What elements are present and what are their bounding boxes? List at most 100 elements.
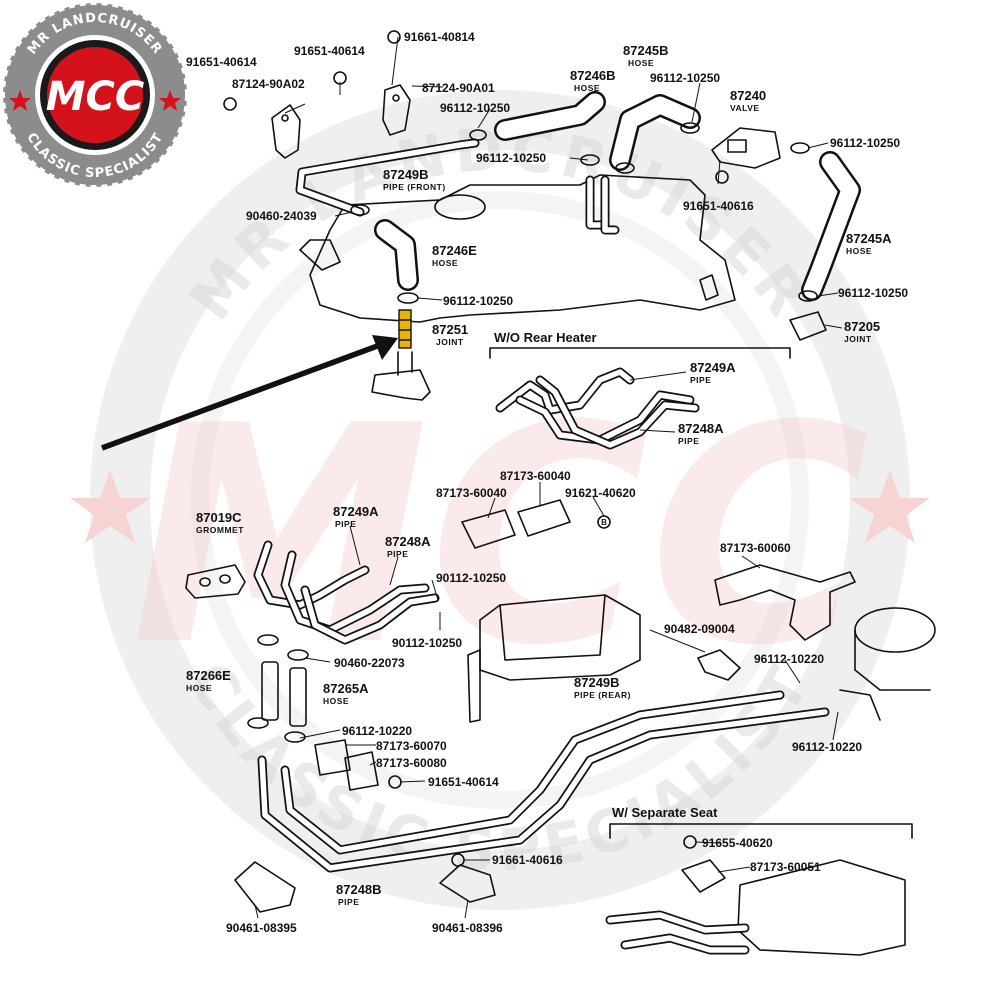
bracket-87173-60060 [714, 564, 856, 641]
callout-labels: 91651-40614 87124-90A02 91651-40614 9166… [186, 30, 908, 935]
joint-87251-highlighted [371, 309, 431, 401]
callout-87246e: 87246E [432, 243, 477, 258]
callout-87249b-rear: 87249B [574, 675, 620, 690]
callout-87248b-desc: PIPE [338, 897, 359, 907]
callout-87173-60060: 87173-60060 [720, 541, 791, 555]
callout-87249a-left-desc: PIPE [335, 519, 356, 529]
callout-87249a-top-desc: PIPE [690, 375, 711, 385]
callout-96112-10250-b: 96112-10250 [650, 71, 720, 85]
callout-87249a-left: 87249A [333, 504, 379, 519]
section-separate-seat [605, 823, 913, 956]
pointer-arrow-icon [101, 335, 398, 451]
callout-90460-24039: 90460-24039 [246, 209, 317, 223]
hose-87246b [494, 91, 606, 141]
callout-87265a-desc: HOSE [323, 696, 349, 706]
hose-87246e [374, 219, 419, 291]
callout-91661-40814: 91661-40814 [404, 30, 475, 44]
callout-90112-10250-b: 90112-10250 [392, 636, 462, 650]
callout-87246b-desc: HOSE [574, 83, 600, 93]
clamps-87173-60040: B [461, 499, 611, 549]
section-title-separate-seat: W/ Separate Seat [612, 805, 718, 820]
callout-90461-08395: 90461-08395 [226, 921, 297, 935]
leader-lines [254, 36, 843, 919]
callout-87173-60040-a: 87173-60040 [436, 486, 507, 500]
callout-96112-10220-c: 96112-10220 [792, 740, 862, 754]
callout-87266e-desc: HOSE [186, 683, 212, 693]
callout-87246b: 87246B [570, 68, 616, 83]
brand-logo: MR LANDCRUISER CLASSIC SPECIALIST MCC [1, 1, 189, 189]
callout-90460-22073: 90460-22073 [334, 656, 405, 670]
callout-87249b-rear-desc: PIPE (REAR) [574, 690, 631, 700]
callout-91621-40620: 91621-40620 [565, 486, 636, 500]
grommet-87019c [185, 564, 246, 599]
pipe-87249b-front [295, 138, 480, 217]
callout-96112-10220-b: 96112-10220 [754, 652, 824, 666]
pipe-stubs-center [585, 175, 620, 235]
callout-87249b-front-desc: PIPE (FRONT) [383, 182, 446, 192]
callout-91651-40616: 91651-40616 [683, 199, 754, 213]
callout-87251-desc: JOINT [436, 337, 464, 347]
logo-star-left-icon [9, 90, 31, 111]
callout-91661-40616: 91661-40616 [492, 853, 563, 867]
callout-91655-40620: 91655-40620 [702, 836, 773, 850]
hoses-87266e-87265a [247, 634, 309, 743]
callout-87240-desc: VALVE [730, 103, 760, 113]
callout-90112-10250-a: 90112-10250 [436, 571, 506, 585]
section-wo-rear-heater [489, 347, 791, 450]
callout-87248a-top: 87248A [678, 421, 724, 436]
callout-87248b: 87248B [336, 882, 382, 897]
callout-87249b-front: 87249B [383, 167, 429, 182]
callout-87245a-desc: HOSE [846, 246, 872, 256]
section-title-wo-rear-heater: W/O Rear Heater [494, 330, 597, 345]
callout-96112-10250-a: 96112-10250 [440, 101, 510, 115]
hose-clamps-top [350, 122, 818, 304]
engine-outline [299, 174, 736, 323]
callout-87205: 87205 [844, 319, 880, 334]
callout-87173-60051: 87173-60051 [750, 860, 821, 874]
callout-90461-08396: 90461-08396 [432, 921, 503, 935]
callout-87205-desc: JOINT [844, 334, 872, 344]
callout-87245b-desc: HOSE [628, 58, 654, 68]
bracket-87124-90a01 [382, 84, 411, 136]
callout-87245b: 87245B [623, 43, 669, 58]
callout-87248a-left: 87248A [385, 534, 431, 549]
callout-87266e: 87266E [186, 668, 231, 683]
pipes-87249a-87248a-left [253, 540, 440, 645]
callout-87246e-desc: HOSE [432, 258, 458, 268]
bracket-87124-90a02 [271, 104, 301, 159]
callout-87248a-top-desc: PIPE [678, 436, 699, 446]
callout-87265a: 87265A [323, 681, 369, 696]
callout-96112-10250-c: 96112-10250 [830, 136, 900, 150]
valve-87240 [711, 127, 781, 169]
hose-87245a [801, 151, 861, 301]
logo-star-right-icon [159, 90, 181, 111]
svg-text:B: B [601, 518, 607, 527]
callout-87251: 87251 [432, 322, 468, 337]
callout-87245a: 87245A [846, 231, 892, 246]
callout-87248a-left-desc: PIPE [387, 549, 408, 559]
callout-87019c: 87019C [196, 510, 242, 525]
watermark-mark: MCC [131, 362, 870, 711]
callout-91651-40614-a: 91651-40614 [186, 55, 257, 69]
bracket-90461-08395 [234, 861, 296, 913]
clip-90482-09004 [697, 649, 741, 681]
callout-90482-09004: 90482-09004 [664, 622, 735, 636]
callout-87249a-top: 87249A [690, 360, 736, 375]
callout-96112-10220-a: 96112-10220 [342, 724, 412, 738]
callout-87124-90a01: 87124-90A01 [422, 81, 495, 95]
pipe-87249b-rear [257, 690, 830, 873]
callout-87124-90a02: 87124-90A02 [232, 77, 305, 91]
watermark-star-right-icon [850, 470, 930, 543]
callout-87019c-desc: GROMMET [196, 525, 244, 535]
callout-96112-10250-f: 96112-10250 [838, 286, 908, 300]
heater-cylinder-right [839, 607, 936, 721]
callout-87240: 87240 [730, 88, 766, 103]
hose-87245b [609, 94, 701, 171]
callout-91651-40614-c: 91651-40614 [428, 775, 499, 789]
callout-91651-40614-b: 91651-40614 [294, 44, 365, 58]
watermark-star-left-icon [70, 470, 150, 543]
logo-mark: MCC [46, 74, 145, 120]
callout-87173-60040-b: 87173-60040 [500, 469, 571, 483]
callout-87173-60080: 87173-60080 [376, 756, 447, 770]
